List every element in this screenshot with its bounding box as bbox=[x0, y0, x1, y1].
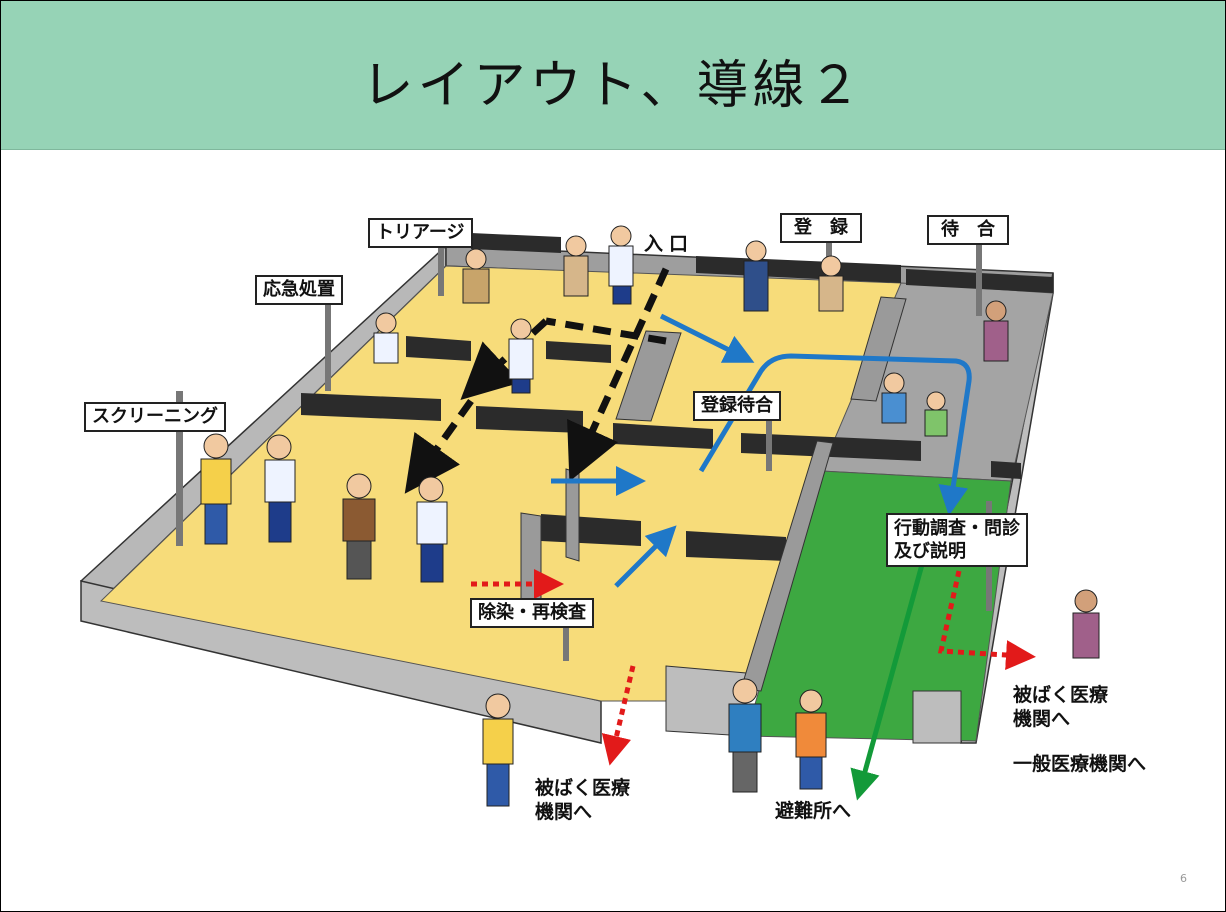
post-reg-waiting bbox=[766, 411, 772, 471]
partition-1 bbox=[301, 393, 441, 421]
label-interview: 行動調査・問診 及び説明 bbox=[886, 513, 1028, 567]
person-registration-2 bbox=[818, 255, 844, 312]
post-triage bbox=[438, 231, 444, 296]
post-decon bbox=[563, 621, 569, 661]
slide-title: レイアウト、導線２ bbox=[361, 56, 865, 116]
person-waiting-elder bbox=[983, 300, 1009, 362]
partition-3 bbox=[613, 423, 713, 449]
person-entrance-staff bbox=[608, 225, 634, 305]
person-staff-1 bbox=[264, 434, 296, 543]
person-screening-1 bbox=[200, 433, 232, 545]
divider-2 bbox=[520, 512, 542, 612]
person-entrance-1 bbox=[563, 235, 589, 297]
page-number: 6 bbox=[1180, 872, 1187, 885]
people-figures bbox=[200, 225, 1100, 807]
label-interview-line1: 行動調査・問診 bbox=[894, 518, 1020, 539]
dest-exposure-left: 被ばく医療 機関へ bbox=[535, 776, 630, 824]
label-registration-waiting: 登録待合 bbox=[693, 391, 781, 421]
partition-6 bbox=[686, 531, 786, 561]
partition-8 bbox=[546, 341, 611, 363]
divider-3 bbox=[615, 330, 682, 422]
person-first-aid bbox=[373, 312, 399, 364]
arrow-to-screening bbox=[404, 398, 474, 494]
dest-shelter: 避難所へ bbox=[775, 800, 852, 822]
arrow-to-registration bbox=[659, 313, 755, 363]
arrow-decon-up bbox=[614, 525, 677, 588]
dest-exposure-left-line2: 機関へ bbox=[535, 801, 593, 823]
person-triage bbox=[462, 248, 490, 304]
person-reg-waiting-2 bbox=[924, 391, 948, 437]
divider-4 bbox=[850, 296, 907, 402]
person-shelter-2 bbox=[795, 689, 827, 790]
partition-7 bbox=[406, 336, 471, 361]
post-first-aid bbox=[325, 291, 331, 391]
label-interview-line2: 及び説明 bbox=[894, 541, 966, 562]
label-decon: 除染・再検査 bbox=[470, 598, 594, 628]
arrow-to-exposure-left bbox=[601, 665, 636, 766]
label-triage: トリアージ bbox=[368, 218, 473, 248]
divider-5 bbox=[740, 440, 834, 692]
arrow-entrance-left bbox=[545, 317, 667, 345]
arrow-to-exposure-right bbox=[937, 570, 1036, 671]
wall-front-far-right bbox=[912, 690, 962, 744]
person-reg-waiting-1 bbox=[881, 372, 907, 424]
dest-exposure-right-line2: 機関へ bbox=[1013, 708, 1071, 730]
person-shelter-1 bbox=[728, 678, 762, 793]
person-screening-2 bbox=[342, 473, 376, 580]
partition-2 bbox=[476, 406, 583, 433]
partition-11 bbox=[471, 233, 561, 253]
person-exposure-right bbox=[1072, 589, 1100, 659]
title-bar: レイアウト、導線２ bbox=[1, 1, 1225, 150]
label-waiting: 待 合 bbox=[927, 215, 1009, 245]
arrow-loop-to-interview bbox=[698, 353, 972, 516]
arrow-entrance-down bbox=[567, 267, 670, 482]
person-staff-mid bbox=[508, 318, 534, 394]
dest-general-medical: 一般医療機関へ bbox=[1013, 753, 1147, 775]
post-screening bbox=[176, 391, 183, 546]
dest-exposure-right-line1: 被ばく医療 bbox=[1013, 684, 1109, 706]
label-screening: スクリーニング bbox=[84, 402, 226, 432]
label-first-aid: 応急処置 bbox=[255, 275, 343, 305]
dest-exposure-left-line1: 被ばく医療 bbox=[535, 777, 631, 799]
arrow-to-shelter bbox=[850, 560, 926, 801]
person-staff-2 bbox=[416, 476, 448, 583]
person-exposure-left bbox=[482, 693, 514, 807]
partition-12 bbox=[991, 461, 1021, 479]
label-entrance: 入口 bbox=[644, 233, 695, 255]
dest-exposure-right: 被ばく医療 機関へ bbox=[1013, 683, 1108, 731]
person-registration-1 bbox=[743, 240, 769, 312]
label-registration: 登 録 bbox=[780, 213, 862, 243]
post-waiting bbox=[976, 231, 982, 316]
